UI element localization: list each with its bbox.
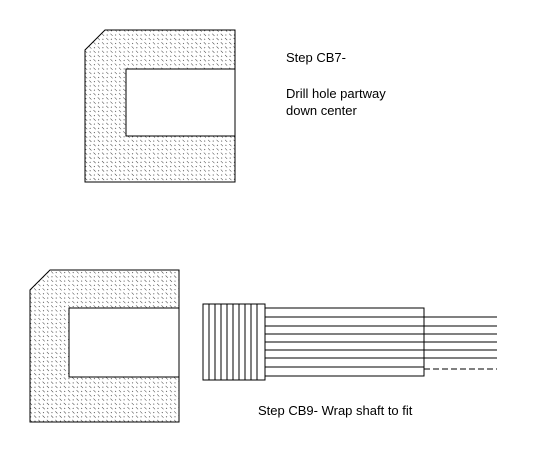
step-cb7-title: Step CB7- — [286, 50, 346, 65]
cb7-block — [84, 29, 236, 183]
step-cb7-description-line-2: down center — [286, 103, 357, 118]
shaft-wrap — [202, 303, 266, 381]
cb9-hole — [68, 307, 180, 378]
wrap-lines — [208, 304, 258, 380]
cb9-block — [29, 269, 180, 423]
wrapped-shaft — [202, 303, 497, 381]
shaft-lines — [265, 316, 424, 368]
shaft-extension — [424, 316, 497, 370]
cb7-drilled-hole — [125, 68, 236, 137]
step-cb7-description-line-1: Drill hole partway — [286, 86, 386, 101]
step-cb9-title: Step CB9- Wrap shaft to fit — [258, 403, 413, 418]
